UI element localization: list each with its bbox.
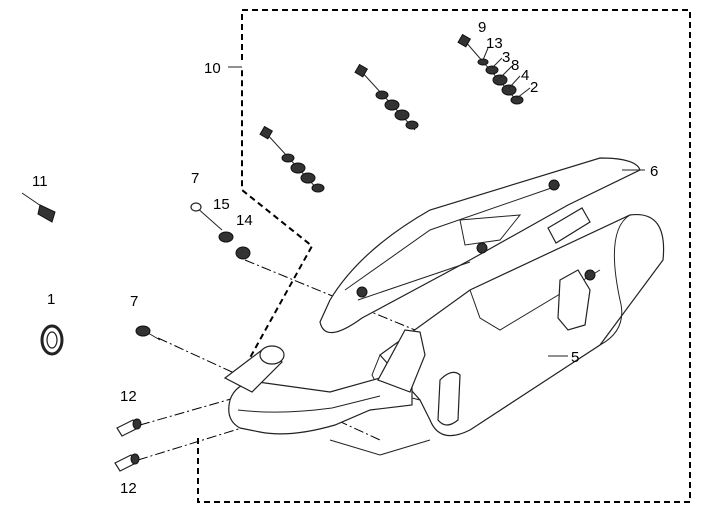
leader-4 [508, 75, 521, 89]
gasket-1 [40, 324, 64, 356]
label-4: 4 [521, 67, 529, 84]
label-13: 13 [486, 35, 503, 52]
label-11: 11 [32, 173, 48, 190]
stud-12-upper [116, 418, 142, 437]
leader-13 [482, 47, 489, 61]
washer-14 [235, 246, 251, 260]
label-6: 6 [650, 163, 658, 180]
label-9: 9 [478, 19, 486, 36]
label-8: 8 [511, 57, 519, 74]
label-15: 15 [213, 196, 230, 213]
muffler-body [371, 207, 665, 437]
leader-8 [499, 65, 513, 79]
label-12-lower: 12 [120, 480, 137, 497]
bolt-7-upper [190, 202, 223, 231]
label-12-upper: 12 [120, 388, 137, 405]
bolt-stack-left [259, 125, 325, 193]
bolt-7-lower [135, 325, 161, 341]
centerline-upper [244, 259, 416, 331]
stud-12-lower [114, 453, 140, 472]
bolt-stack-right [457, 33, 524, 105]
label-10: 10 [204, 60, 221, 77]
leader-3 [491, 57, 503, 69]
label-5: 5 [571, 349, 579, 366]
label-2: 2 [530, 79, 538, 96]
heat-shield [319, 157, 641, 334]
sensor-11 [21, 192, 56, 223]
label-7-lower: 7 [130, 293, 138, 310]
exhaust-pipe [223, 329, 431, 456]
washer-15 [218, 231, 234, 243]
bolt-stack-middle [354, 63, 419, 131]
label-3: 3 [502, 49, 510, 66]
label-7-upper: 7 [191, 170, 199, 187]
label-14: 14 [236, 212, 253, 229]
assembly-boundary [197, 9, 691, 503]
leader-2 [516, 87, 531, 99]
label-1: 1 [47, 291, 55, 308]
